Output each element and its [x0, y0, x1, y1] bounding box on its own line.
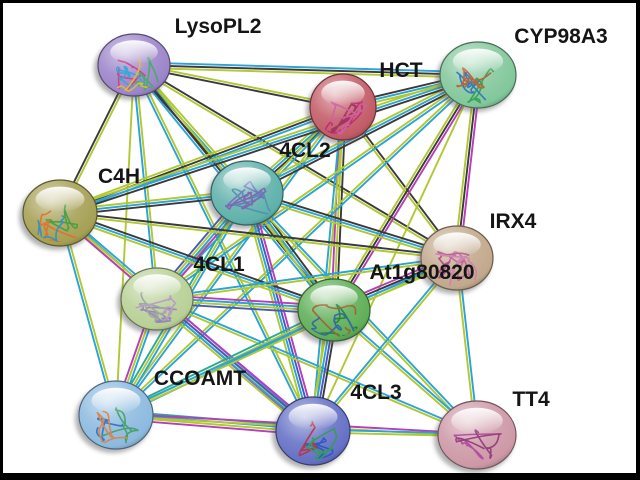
node-gloss-highlight — [91, 387, 141, 414]
node-label-irx4: IRX4 — [490, 210, 537, 233]
node-gloss-highlight — [35, 186, 85, 212]
edge-hct-4cl3 — [310, 105, 346, 433]
node-label-hct: HCT — [379, 59, 422, 82]
edge-line-cyan — [156, 296, 479, 435]
edge-line-black — [59, 209, 336, 309]
edge-line-black — [133, 64, 479, 76]
edge-c4h-irx4 — [58, 210, 459, 261]
edge-line-cyan — [114, 255, 458, 415]
edge-lysopl2-irx4 — [132, 62, 459, 261]
edge-cyp98a3-c4h — [58, 71, 480, 217]
node-c4h[interactable] — [19, 179, 98, 250]
edge-line-lime — [134, 63, 316, 432]
node-gloss-highlight — [310, 285, 358, 309]
node-label-4cl3: 4CL3 — [350, 381, 401, 404]
edge-ccoamt-irx4 — [114, 255, 459, 418]
node-label-4cl2: 4CL2 — [279, 139, 330, 162]
edge-line-lime — [156, 258, 459, 302]
edge-line-lime — [132, 65, 458, 261]
node-label-ccoamt: CCOAMT — [154, 367, 246, 390]
edge-line-black — [246, 189, 459, 257]
protein-ribbon-icon — [135, 291, 177, 323]
node-ccoamt[interactable] — [75, 380, 154, 453]
edges-layer — [57, 61, 482, 438]
node-cyp98a3[interactable] — [436, 41, 517, 112]
edge-line-cyan — [133, 61, 480, 74]
node-label-c4h: C4H — [98, 165, 140, 188]
node-hct[interactable] — [306, 73, 377, 144]
edge-line-lime — [58, 214, 335, 314]
node-lysopl2[interactable] — [94, 33, 171, 100]
edge-line-lime — [58, 71, 479, 212]
edge-line-cyan — [310, 105, 343, 432]
node-label-cyp98a3: CYP98A3 — [514, 25, 607, 48]
edge-line-lime — [113, 105, 343, 416]
edge-line-cyan — [155, 255, 458, 299]
edge-line-lime — [58, 213, 458, 261]
edge-line-cyan — [59, 212, 335, 311]
edge-line-lime — [115, 64, 135, 416]
node-gloss-highlight — [452, 48, 504, 74]
edge-line-lime — [58, 103, 344, 212]
edge-line-cyan — [59, 74, 479, 214]
edge-line-black — [59, 76, 480, 217]
node-4cl2[interactable] — [207, 160, 284, 229]
node-gloss-highlight — [433, 232, 481, 257]
node-irx4[interactable] — [417, 225, 494, 294]
node-tt4[interactable] — [434, 400, 517, 473]
edge-line-lime — [115, 258, 459, 418]
node-gloss-highlight — [321, 80, 365, 106]
node-gloss-highlight — [133, 274, 181, 298]
protein-ribbon-icon — [453, 429, 502, 460]
edge-lysopl2-ccoamt — [115, 64, 135, 416]
edge-line-lime — [313, 106, 346, 433]
node-gloss-highlight — [288, 403, 338, 430]
edge-line-cyan — [131, 64, 313, 433]
edge-line-lime — [330, 72, 477, 310]
node-at1g80820[interactable] — [294, 278, 371, 345]
node-4cl3[interactable] — [272, 396, 351, 469]
nodes-layer — [19, 33, 517, 473]
edge-lysopl2-cyp98a3 — [132, 61, 480, 79]
edge-line-black — [133, 62, 459, 258]
node-label-at1g80820: At1g80820 — [369, 261, 474, 284]
node-gloss-highlight — [223, 167, 271, 192]
node-4cl1[interactable] — [117, 267, 194, 334]
node-gloss-highlight — [451, 407, 503, 434]
node-label-lysopl2: LysoPL2 — [175, 15, 262, 38]
node-label-tt4: TT4 — [512, 388, 550, 411]
edge-4cl1-tt4 — [155, 296, 479, 438]
edge-c4h-at1g80820 — [58, 209, 336, 314]
edge-4cl1-irx4 — [155, 255, 459, 302]
edge-line-lime — [132, 66, 479, 79]
edge-line-lime — [155, 299, 478, 438]
edge-line-black — [247, 76, 481, 197]
node-label-4cl1: 4CL1 — [193, 253, 245, 276]
edge-lysopl2-4cl3 — [131, 63, 316, 433]
node-gloss-highlight — [110, 40, 158, 64]
edge-line-black — [59, 210, 459, 258]
